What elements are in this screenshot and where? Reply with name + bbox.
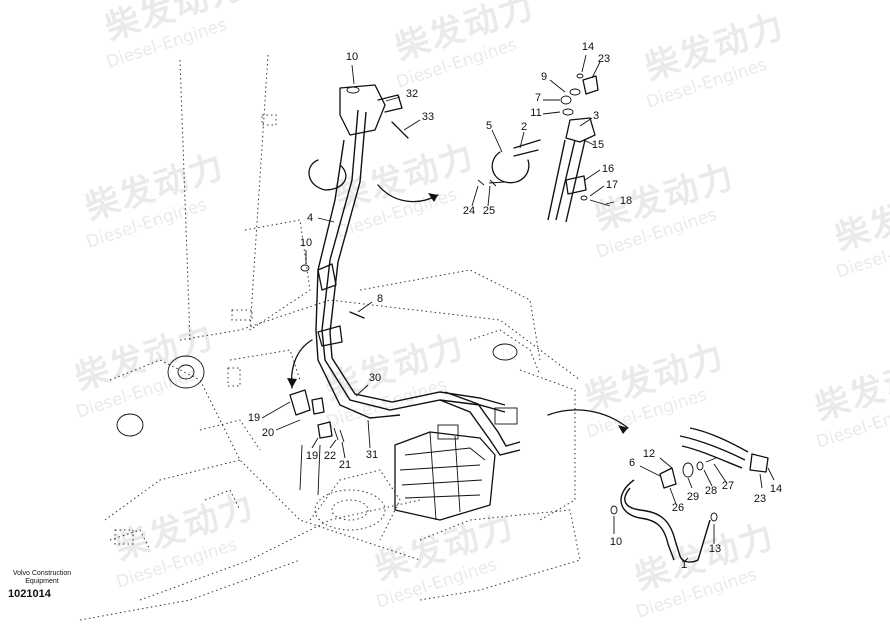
callout-detail-upper-6: 15 xyxy=(592,139,604,151)
machine-frame xyxy=(79,54,581,621)
callout-main-7: 19 xyxy=(248,412,260,424)
callout-detail-lower-8: 10 xyxy=(610,536,622,548)
watermark-brand-cn-6: 柴发动力 xyxy=(830,176,890,259)
control-valve-block xyxy=(394,407,518,521)
callout-detail-lower-5: 23 xyxy=(754,493,766,505)
callout-detail-upper-4: 11 xyxy=(530,107,541,119)
manufacturer-line-2: Equipment xyxy=(25,578,59,585)
drawing-number: 1021014 xyxy=(8,588,51,600)
callout-detail-upper-10: 17 xyxy=(606,179,618,191)
callout-detail-upper-5: 3 xyxy=(593,110,599,122)
callout-detail-upper-0: 14 xyxy=(582,41,594,53)
upper-detail-clamp-assembly xyxy=(471,54,615,223)
callout-main-2: 33 xyxy=(422,111,434,123)
callout-detail-upper-8: 2 xyxy=(521,121,527,133)
callout-detail-lower-1: 6 xyxy=(629,457,635,469)
callout-detail-lower-7: 26 xyxy=(672,502,684,514)
manufacturer-line-1: Volvo Construction xyxy=(12,570,72,577)
callout-detail-lower-4: 27 xyxy=(722,480,734,492)
callout-main-12: 31 xyxy=(366,449,378,461)
detail-arrows xyxy=(287,184,629,434)
callout-main-1: 32 xyxy=(406,88,418,100)
callout-main-4: 10 xyxy=(300,237,312,249)
callout-detail-lower-2: 29 xyxy=(687,491,699,503)
callout-detail-lower-6: 14 xyxy=(770,483,782,495)
manufacturer-name: Volvo Construction Equipment xyxy=(6,570,78,586)
callout-detail-upper-11: 18 xyxy=(620,195,632,207)
callout-detail-lower-3: 28 xyxy=(705,485,717,497)
callout-detail-lower-9: 13 xyxy=(709,543,721,555)
callout-main-9: 19 xyxy=(306,450,318,462)
callout-detail-upper-3: 7 xyxy=(535,92,541,104)
callout-detail-upper-7: 5 xyxy=(486,120,492,132)
main-leader-lines xyxy=(261,64,421,459)
callout-detail-upper-13: 25 xyxy=(483,205,495,217)
callout-detail-lower-0: 12 xyxy=(643,448,655,460)
callout-main-6: 30 xyxy=(369,372,381,384)
callout-detail-lower-10: 1 xyxy=(681,559,687,571)
callout-main-0: 10 xyxy=(346,51,358,63)
callout-main-5: 8 xyxy=(377,293,383,305)
callout-detail-upper-2: 9 xyxy=(541,71,547,83)
callout-main-8: 20 xyxy=(262,427,274,439)
callout-detail-upper-9: 16 xyxy=(602,163,614,175)
main-hose-routing xyxy=(289,84,521,496)
callout-detail-upper-1: 23 xyxy=(598,53,610,65)
callout-main-3: 4 xyxy=(307,212,313,224)
callout-main-11: 21 xyxy=(339,459,351,471)
lower-detail-pipe-assembly xyxy=(610,427,775,563)
callout-main-10: 22 xyxy=(324,450,336,462)
callout-detail-upper-12: 24 xyxy=(463,205,475,217)
